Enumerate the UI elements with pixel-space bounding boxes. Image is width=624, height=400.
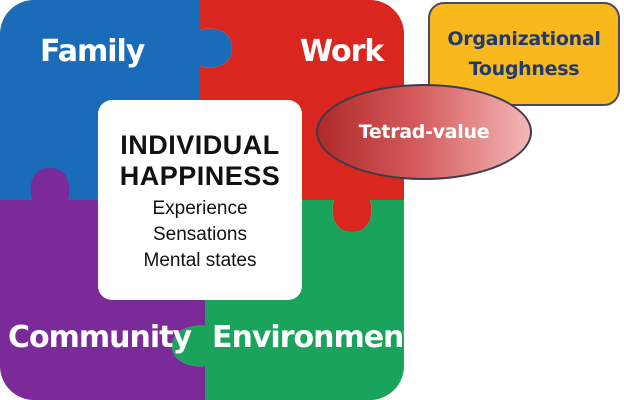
tetrad-value-label: Tetrad-value <box>358 121 490 143</box>
community-label: Community <box>8 320 192 355</box>
family-label: Family <box>40 34 145 69</box>
center-item-sensations: Sensations <box>152 224 247 245</box>
organizational-toughness-box: Organizational Toughness <box>428 2 620 106</box>
individual-happiness-box: INDIVIDUAL HAPPINESS Experience Sensatio… <box>98 100 302 300</box>
work-label: Work <box>300 34 384 69</box>
environment-label: Environment <box>212 320 418 355</box>
center-item-experience: Experience <box>152 198 248 219</box>
center-item-mental-states: Mental states <box>143 250 257 271</box>
center-heading-line1: INDIVIDUAL <box>120 130 280 160</box>
organizational-line1: Organizational <box>447 28 601 50</box>
tetrad-value-ellipse: Tetrad-value <box>316 84 532 180</box>
center-heading-line2: HAPPINESS <box>119 161 281 191</box>
organizational-line2: Toughness <box>468 58 580 80</box>
